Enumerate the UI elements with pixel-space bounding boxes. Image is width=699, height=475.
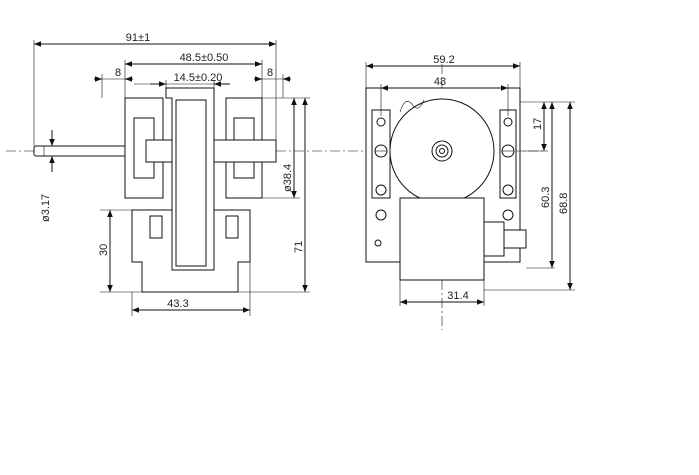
front-view: 91±1 48.5±0.50 8 14.5±0.20 8 ø3.17 ø38.4… xyxy=(6,32,330,316)
label-base-height: 30 xyxy=(98,244,110,256)
terminal-block xyxy=(483,221,505,257)
label-coil-width: 31.4 xyxy=(447,290,468,302)
label-top-offset: 17 xyxy=(532,118,544,130)
hole-right-top xyxy=(503,117,513,127)
hole-left-lower xyxy=(375,209,387,221)
label-hole-spacing: 48 xyxy=(434,76,446,88)
hole-left-top xyxy=(376,117,386,127)
label-overall-height: 71 xyxy=(293,241,305,253)
label-right-segment: 8 xyxy=(267,67,273,79)
shaft xyxy=(33,145,135,157)
terminal-tab xyxy=(503,229,527,249)
side-view: 59.2 48 17 60.3 68.8 31.4 xyxy=(330,54,575,330)
coil-housing xyxy=(399,197,485,281)
label-coil-diameter: ø38.4 xyxy=(282,164,294,192)
base-slot-right xyxy=(225,215,239,239)
hole-right-low xyxy=(502,184,514,196)
label-center-width: 14.5±0.20 xyxy=(174,72,223,84)
label-base-width: 43.3 xyxy=(167,298,188,310)
label-mid-height: 60.3 xyxy=(540,187,552,208)
coil-wire xyxy=(399,99,425,113)
hole-right-lower xyxy=(502,209,514,221)
label-left-segment: 8 xyxy=(115,67,121,79)
mounting-holes xyxy=(374,117,515,247)
hole-left-low xyxy=(375,184,387,196)
label-side-overall-width: 59.2 xyxy=(433,54,454,66)
label-shaft-diameter: ø3.17 xyxy=(40,194,52,222)
base-slot-left xyxy=(149,215,163,239)
label-side-overall-height: 68.8 xyxy=(558,193,570,214)
rotor-shaft-end xyxy=(439,148,445,154)
center-bracket-inner xyxy=(175,99,207,267)
label-bearing-span: 48.5±0.50 xyxy=(180,52,229,64)
label-overall-width: 91±1 xyxy=(126,32,150,44)
hole-left-base xyxy=(374,239,382,247)
